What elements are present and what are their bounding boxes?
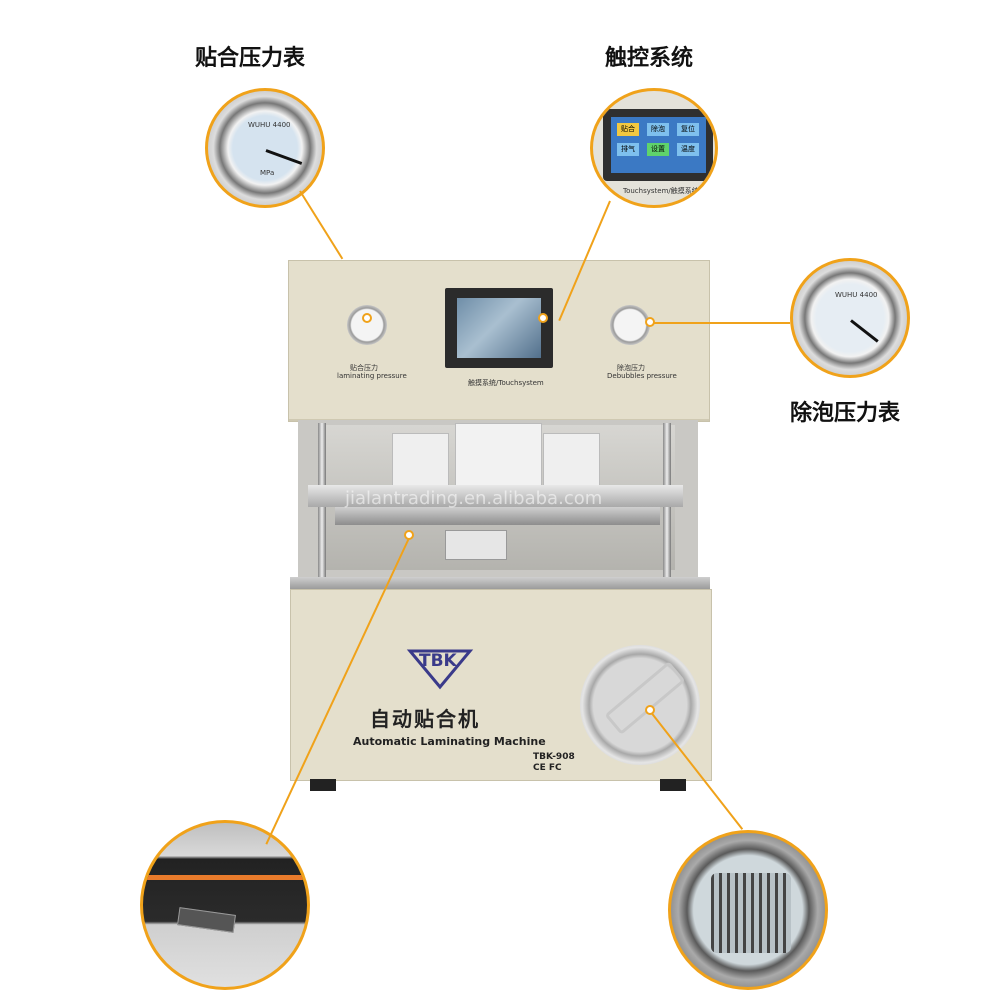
debubble-gauge-title: 除泡压力表 (790, 401, 901, 426)
screen-button-4[interactable]: 排气 (617, 143, 639, 156)
debubble-gauge-brand: WUHU 4400 (835, 291, 878, 299)
brand-text: TBK (419, 651, 457, 671)
touch-system-title: 触控系统 (605, 46, 694, 71)
plate-orange-band (143, 875, 307, 880)
debubble-label-en: Debubbles pressure (607, 372, 677, 380)
model: TBK-908 (533, 752, 575, 762)
laminating-label-en: laminating pressure (337, 372, 407, 380)
debubble-needle (850, 319, 879, 343)
connector-dot-touch (538, 313, 548, 323)
screen-button-5[interactable]: 设置 (647, 143, 669, 156)
brand-logo-shape (406, 649, 474, 690)
foot-left (310, 779, 336, 791)
touch-screen-display (457, 298, 541, 358)
zoom-screen-caption: Touchsystem/触摸系统 (623, 187, 699, 195)
debubble-label-cn: 除泡压力 (617, 364, 645, 372)
screen-button-6[interactable]: 温度 (677, 143, 699, 156)
base-plate (290, 577, 710, 589)
laminating-gauge (347, 305, 387, 345)
press-plate (308, 485, 683, 507)
connector-laminating (299, 190, 344, 260)
gauge-needle (265, 149, 303, 165)
slide-block (445, 530, 507, 560)
screen-button-3[interactable]: 复位 (677, 123, 699, 136)
connector-debubble (652, 322, 790, 324)
screen-button-1[interactable]: 贴合 (617, 123, 639, 136)
connector-dot-press-plate (404, 530, 414, 540)
zoom-screen: 贴合 除泡 复位 排气 设置 温度 (611, 117, 706, 173)
debubble-gauge (610, 305, 650, 345)
upper-block-right (543, 433, 600, 490)
connector-dot-debubble (645, 317, 655, 327)
machine: 贴合压力 laminating pressure 触摸系统/Touchsyste… (285, 255, 715, 795)
press-plate-lower (335, 507, 660, 525)
machine-name-en: Automatic Laminating Machine (353, 735, 546, 748)
upper-block-left (392, 433, 449, 490)
porthole[interactable] (580, 645, 700, 765)
plate-phone-slot (177, 907, 236, 933)
brand-logo: TBK (405, 643, 475, 691)
chamber-grill (711, 873, 791, 953)
foot-right (660, 779, 686, 791)
laminating-gauge-title: 贴合压力表 (195, 46, 306, 71)
laminating-label-cn: 贴合压力 (350, 364, 378, 372)
screen-button-2[interactable]: 除泡 (647, 123, 669, 136)
certs: CE FC (533, 763, 562, 773)
laminating-gauge-zoom: WUHU 4400 MPa (205, 88, 325, 208)
upper-block-center (455, 423, 542, 490)
connector-dot-laminating (362, 313, 372, 323)
chamber-zoom (668, 830, 828, 990)
touch-system-zoom: 贴合 除泡 复位 排气 设置 温度 Touchsystem/触摸系统 (590, 88, 718, 208)
machine-name-cn: 自动贴合机 (370, 707, 480, 731)
debubble-gauge-zoom: WUHU 4400 (790, 258, 910, 378)
watermark: jialantrading.en.alibaba.com (345, 488, 603, 509)
gauge-brand: WUHU 4400 (248, 121, 291, 129)
touch-label: 触摸系统/Touchsystem (468, 379, 544, 387)
gauge-unit: MPa (260, 169, 275, 177)
connector-dot-chamber (645, 705, 655, 715)
press-plate-zoom (140, 820, 310, 990)
